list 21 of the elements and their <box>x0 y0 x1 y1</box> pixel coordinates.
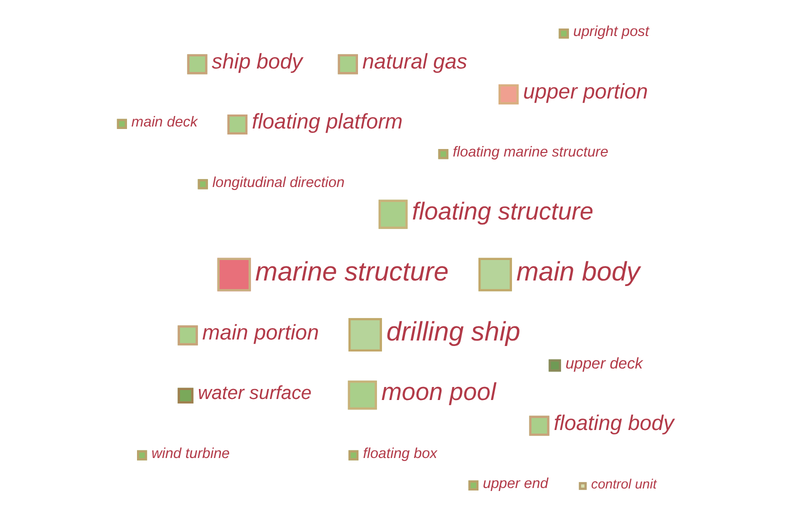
node-label: upper deck <box>565 355 643 372</box>
node-label: floating structure <box>412 198 594 225</box>
node-label: ship body <box>212 50 302 73</box>
node-label: water surface <box>198 382 312 404</box>
node-label: floating marine structure <box>452 144 608 160</box>
node-label: longitudinal direction <box>212 174 345 190</box>
node-label: drilling ship <box>386 316 520 346</box>
node-label: floating platform <box>252 110 403 134</box>
node-label: wind turbine <box>152 446 230 462</box>
node-label: natural gas <box>362 50 468 73</box>
node-label: upper end <box>482 476 548 492</box>
node-label: upright post <box>573 24 650 40</box>
node-label: marine structure <box>255 256 449 286</box>
node-label: control unit <box>591 476 657 491</box>
node-label: floating box <box>362 446 438 462</box>
node-label: main portion <box>202 321 319 344</box>
node-label: main deck <box>131 114 198 130</box>
node-label: floating body <box>554 411 674 434</box>
node-label: upper portion <box>523 80 648 103</box>
node-label: main body <box>516 256 640 286</box>
node-label: moon pool <box>381 378 496 406</box>
